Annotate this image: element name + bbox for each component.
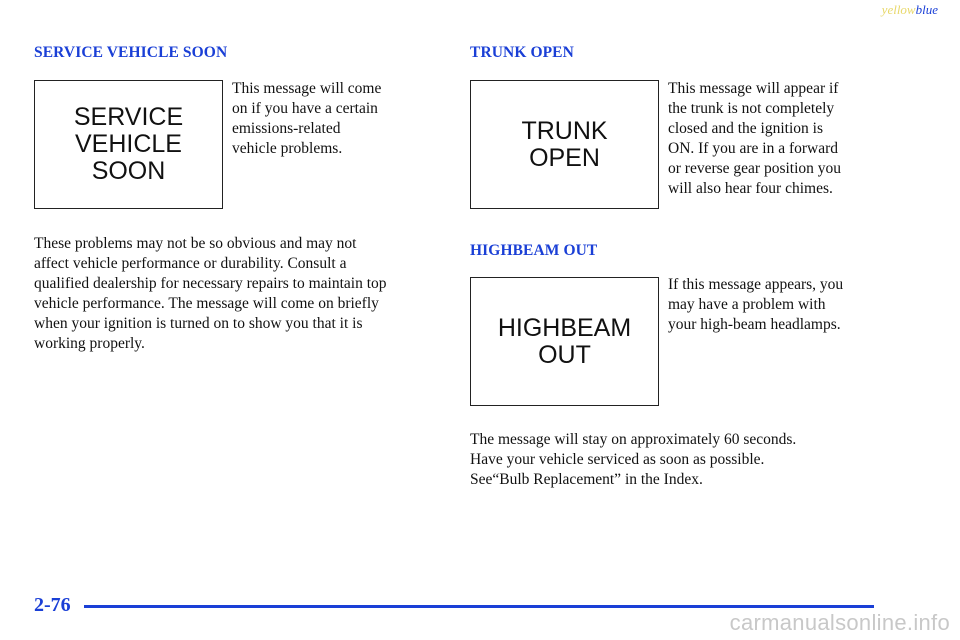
- trunk-open-side-text: This message will appear if the trunk is…: [668, 80, 842, 197]
- trunk-open-display: TRUNK OPEN: [470, 80, 659, 209]
- service-vehicle-soon-display-text: SERVICE VEHICLE SOON: [73, 103, 184, 185]
- trunk-open-display-text: TRUNK OPEN: [521, 116, 608, 172]
- highbeam-out-display-text: HIGHBEAM OUT: [497, 313, 632, 369]
- highbeam-out-heading: HIGHBEAM OUT: [470, 242, 598, 259]
- highbeam-out-body-text: The message will stay on approximately 6…: [470, 431, 797, 488]
- watermark: carmanualsonline.info: [729, 610, 950, 635]
- service-vehicle-soon-side-text: This message will come on if you have a …: [232, 80, 382, 157]
- highbeam-out-display: HIGHBEAM OUT: [470, 277, 659, 406]
- trunk-open-heading: TRUNK OPEN: [470, 44, 574, 61]
- color-tag: yellowblue: [882, 2, 938, 18]
- color-tag-yellow: yellow: [881, 2, 916, 17]
- highbeam-out-side-text: If this message appears, you may have a …: [668, 276, 844, 333]
- color-tag-blue: blue: [915, 2, 938, 17]
- service-vehicle-soon-display: SERVICE VEHICLE SOON: [34, 80, 223, 209]
- service-vehicle-soon-body-text: These problems may not be so obvious and…: [34, 235, 387, 352]
- service-vehicle-soon-heading: SERVICE VEHICLE SOON: [34, 44, 228, 61]
- footer-rule: [84, 605, 874, 608]
- page-number: 2-76: [34, 594, 71, 616]
